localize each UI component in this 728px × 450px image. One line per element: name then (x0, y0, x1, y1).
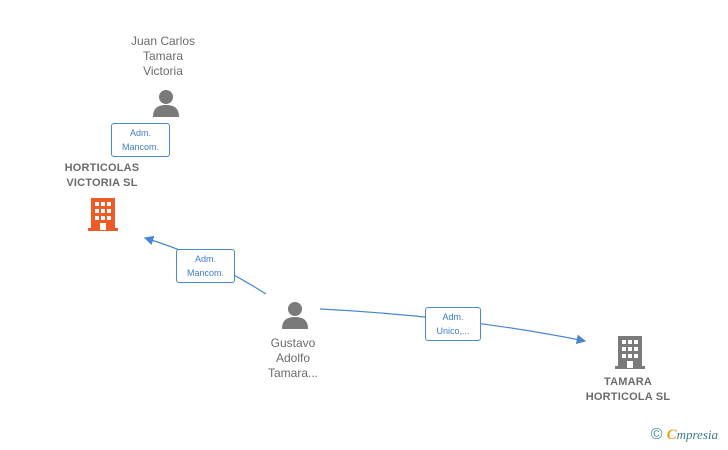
edge-label-gustavo-tamara[interactable]: Adm. Unico,... (425, 307, 481, 341)
building-icon[interactable] (613, 334, 647, 370)
person-icon[interactable] (151, 88, 181, 118)
brand-logo: Cmpresia (667, 427, 718, 444)
edge-label-gustavo-horticolas[interactable]: Adm. Mancom. (176, 249, 235, 283)
brand-watermark: © Cmpresia (651, 426, 718, 444)
brand-logo-initial: C (666, 426, 677, 443)
person-icon[interactable] (280, 300, 310, 330)
building-icon[interactable] (86, 196, 120, 232)
edge-label-juan-horticolas[interactable]: Adm. Mancom. (111, 123, 170, 157)
brand-logo-name: mpresia (676, 426, 718, 442)
copyright-icon: © (650, 426, 663, 443)
company-name-tamara[interactable]: TAMARA HORTICOLA SL (585, 376, 671, 403)
person-name-juan[interactable]: Juan Carlos Tamara Victoria (130, 34, 196, 78)
person-name-gustavo[interactable]: Gustavo Adolfo Tamara... (267, 336, 318, 380)
company-name-horticolas[interactable]: HORTICOLAS VICTORIA SL (64, 162, 140, 189)
